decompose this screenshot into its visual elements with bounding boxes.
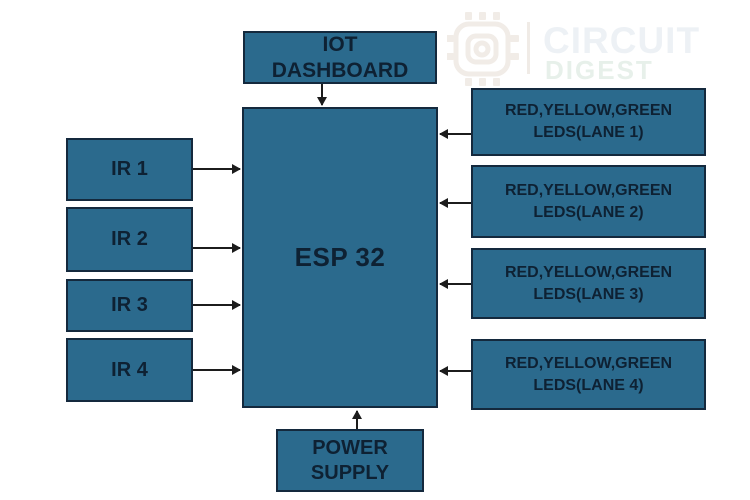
block-label: ESP 32 — [294, 242, 386, 272]
chip-icon — [447, 12, 519, 86]
block-label-line: RED,YELLOW,GREEN — [504, 181, 673, 199]
block-label-line: RED,YELLOW,GREEN — [504, 354, 673, 372]
block-esp32: ESP 32 — [242, 107, 438, 408]
block-iot-dashboard: IOT DASHBOARD — [243, 31, 437, 84]
block-label-line: LEDS(LANE 3) — [533, 285, 644, 303]
block-label-line: LEDS(LANE 4) — [533, 376, 644, 394]
block-leds-lane1: RED,YELLOW,GREEN LEDS(LANE 1) — [471, 88, 706, 156]
block-label-line: LEDS(LANE 2) — [533, 203, 644, 221]
watermark-brand-top: CIRCUIT — [543, 20, 701, 61]
block-label: IR 2 — [111, 228, 148, 250]
watermark-separator — [527, 22, 530, 74]
block-label-line: LEDS(LANE 1) — [533, 124, 644, 141]
block-power-supply: POWER SUPPLY — [276, 429, 424, 492]
block-label: IR 3 — [111, 294, 148, 316]
block-leds-lane3: RED,YELLOW,GREEN LEDS(LANE 3) — [471, 248, 706, 319]
block-label-line: RED,YELLOW,GREEN — [504, 102, 673, 120]
block-label: IR 4 — [111, 358, 148, 381]
block-leds-lane4: RED,YELLOW,GREEN LEDS(LANE 4) — [471, 339, 706, 410]
block-leds-lane2: RED,YELLOW,GREEN LEDS(LANE 2) — [471, 165, 706, 238]
block-label: IR 1 — [111, 158, 148, 180]
block-label-line: DASHBOARD — [271, 58, 409, 82]
block-label-line: IOT — [322, 32, 358, 56]
block-label-line: SUPPLY — [310, 461, 390, 484]
block-ir1: IR 1 — [66, 138, 193, 201]
block-ir2: IR 2 — [66, 207, 193, 272]
block-label-line: POWER — [312, 436, 388, 459]
block-label-line: RED,YELLOW,GREEN — [504, 263, 673, 281]
block-ir4: IR 4 — [66, 338, 193, 402]
watermark-brand-bottom: DIGEST — [545, 55, 654, 85]
block-ir3: IR 3 — [66, 279, 193, 332]
